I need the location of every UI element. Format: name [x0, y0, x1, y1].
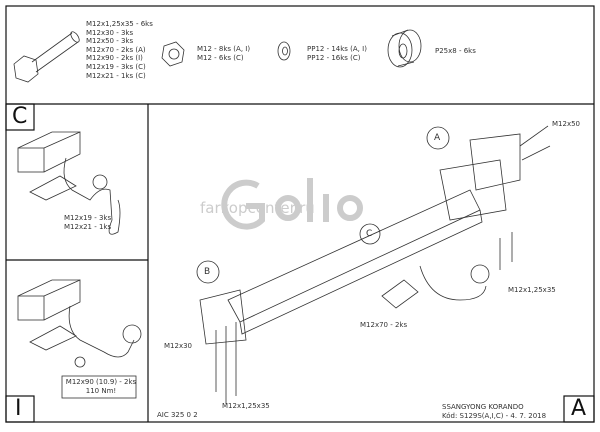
panel-a-letter: A [571, 396, 587, 421]
logo-galia [221, 178, 363, 230]
label-m12x50: M12x50 [552, 120, 580, 128]
label: M12x90 (10.9) - 2ks [65, 378, 137, 386]
label: M12x19 - 3ks [64, 214, 112, 222]
bolt-item: M12x21 - 1ks (C) [86, 71, 146, 80]
outer-frame [5, 5, 595, 423]
bolt-item: M12x90 - 2ks (I) [86, 54, 143, 63]
bolt-item: M12x1,25x35 - 6ks [86, 20, 153, 28]
title-block: SSANGYONG KORANDO Kód: S129S(A,I,C) - 4.… [442, 403, 546, 420]
spacer-icon [387, 29, 422, 68]
label-m12x30: M12x30 [164, 342, 192, 350]
label-m12x125x35-bottom: M12x1,25x35 [222, 402, 270, 410]
washer-icon [277, 41, 291, 61]
label-m12x70: M12x70 - 2ks [360, 321, 408, 329]
panel-c-labels: M12x19 - 3ks M12x21 - 1ks [64, 214, 111, 231]
washer-item: PP12 - 14ks (A, I) [307, 45, 367, 53]
panel-c-letter: C [12, 104, 28, 129]
product-code: Kód: S129S(A,I,C) - 4. 7. 2018 [442, 411, 547, 420]
label-m12x125x35-right: M12x1,25x35 [508, 286, 556, 294]
bolt-list: M12x1,25x35 - 6ks M12x30 - 3ks M12x50 - … [86, 20, 153, 80]
vehicle-name: SSANGYONG KORANDO [442, 403, 524, 411]
callout-b: B [204, 267, 211, 277]
nut-icon [161, 41, 185, 67]
panel-i-letter: I [15, 396, 22, 421]
label: 110 Nm! [85, 386, 117, 395]
nut-item: M12 - 6ks (C) [197, 53, 244, 62]
callout-c: C [366, 229, 373, 239]
bolt-item: M12x70 - 2ks (A) [86, 45, 146, 54]
panel-i-labels: M12x90 (10.9) - 2ks 110 Nm! [64, 378, 138, 395]
bolt-item: M12x50 - 3ks [86, 37, 134, 46]
spacer-item: P25x8 - 6ks [435, 47, 476, 55]
panel-i-drawing [17, 279, 142, 399]
label: M12x21 - 1ks [64, 222, 112, 231]
nut-item: M12 - 8ks (A, I) [197, 45, 251, 53]
bolt-icon [13, 31, 80, 83]
callout-a: A [434, 133, 441, 143]
washer-list: PP12 - 14ks (A, I) PP12 - 16ks (C) [307, 45, 367, 62]
washer-item: PP12 - 16ks (C) [307, 53, 361, 62]
bolt-item: M12x30 - 3ks [86, 28, 134, 37]
bolt-item: M12x19 - 3ks (C) [86, 62, 146, 71]
nut-list: M12 - 8ks (A, I) M12 - 6ks (C) [197, 45, 250, 62]
watermark: farkopcenter.ru [200, 199, 315, 217]
towbar-drawing [196, 125, 551, 404]
panel-c-drawing [17, 131, 121, 235]
drawing-number: AIC 325 0 2 [157, 411, 198, 419]
